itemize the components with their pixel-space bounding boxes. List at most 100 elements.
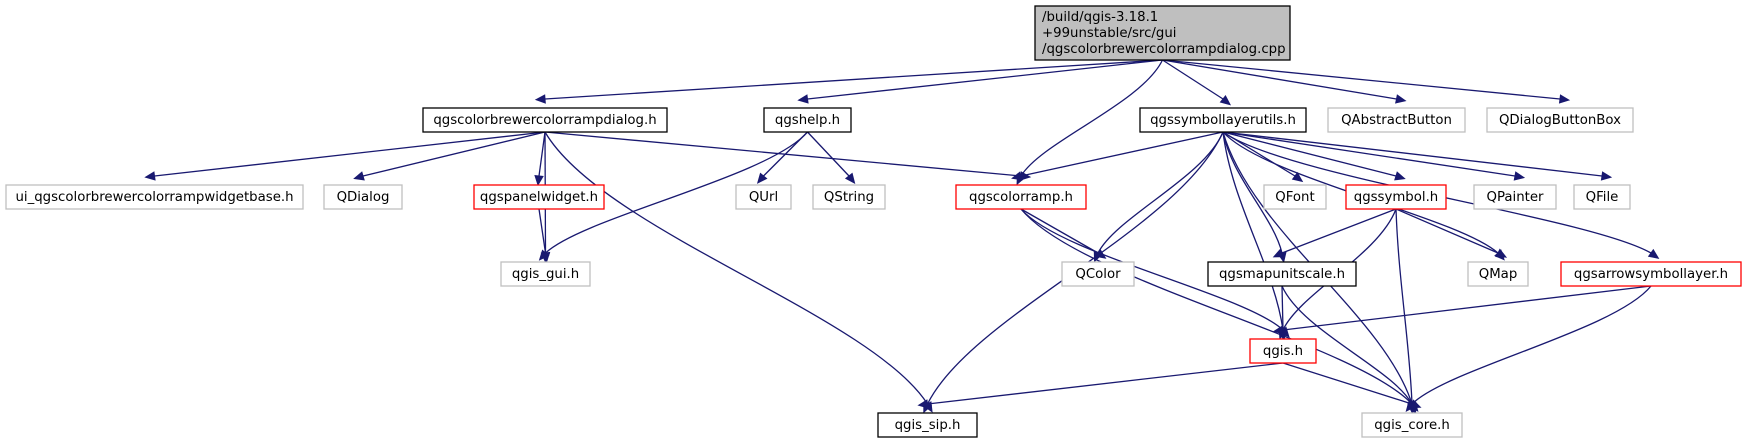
node-ui-base[interactable]: ui_qgscolorbrewercolorrampwidgetbase.h	[5, 184, 304, 210]
node-box	[1327, 107, 1466, 133]
node-box	[1249, 338, 1317, 364]
edge-qgssymbol-to-qgis_core	[1395, 208, 1417, 415]
edge-line	[807, 59, 1163, 100]
edge-qgshelp-to-qgis_gui	[538, 131, 808, 261]
edge-dlg_h-to-qgis_sip	[544, 131, 933, 413]
edge-arrowhead	[353, 171, 365, 181]
node-box	[955, 184, 1087, 210]
node-box	[1573, 184, 1631, 210]
node-label: QUrl	[749, 190, 778, 205]
edge-line	[1222, 131, 1284, 331]
edge-dlg_h-to-qdialog	[353, 131, 546, 181]
node-qabstractbutton[interactable]: QAbstractButton	[1327, 107, 1466, 133]
node-panelwidget[interactable]: qgspanelwidget.h	[473, 184, 605, 210]
node-symlayerutils[interactable]: qgssymbollayerutils.h	[1139, 107, 1307, 133]
node-qfont[interactable]: QFont	[1263, 184, 1327, 210]
edge-symlayerutils-to-colorramp	[1011, 131, 1224, 181]
edge-arrowhead	[1409, 399, 1422, 409]
node-arrowsymbollayer[interactable]: qgsarrowsymbollayer.h	[1560, 261, 1742, 287]
node-label: QPainter	[1486, 190, 1544, 205]
node-box	[1034, 5, 1291, 61]
edge-arrowsymbollayer-to-qgis_core	[1405, 285, 1652, 412]
node-box	[473, 184, 605, 210]
node-label: qgsarrowsymbollayer.h	[1574, 267, 1728, 282]
edge-line	[1162, 59, 1224, 100]
node-qcolor[interactable]: QColor	[1061, 261, 1135, 287]
node-label: +99unstable/src/gui	[1042, 26, 1176, 41]
edge-arrowhead	[1219, 94, 1232, 106]
node-mapunitscale[interactable]: qgsmapunitscale.h	[1207, 261, 1357, 287]
node-qpainter[interactable]: QPainter	[1473, 184, 1557, 210]
edge-line	[1222, 131, 1283, 254]
node-qgis-core[interactable]: qgis_core.h	[1361, 412, 1463, 438]
node-qgshelp[interactable]: qgshelp.h	[763, 107, 852, 133]
edge-line	[538, 131, 546, 177]
edge-arrowhead	[1291, 171, 1304, 183]
node-label: qgssymbollayerutils.h	[1150, 113, 1296, 128]
node-box	[877, 412, 978, 438]
node-box	[1467, 261, 1529, 287]
edge-line	[1395, 208, 1413, 405]
node-qgis-sip[interactable]: qgis_sip.h	[877, 412, 978, 438]
node-box	[812, 184, 886, 210]
edge-symlayerutils-to-qfile	[1222, 131, 1613, 181]
edge-root-to-symlayerutils	[1162, 59, 1232, 106]
edge-line	[1222, 131, 1516, 177]
node-qfile[interactable]: QFile	[1573, 184, 1631, 210]
edge-line	[1020, 59, 1164, 177]
node-qstring[interactable]: QString	[812, 184, 886, 210]
edge-arrowhead	[538, 249, 550, 261]
node-qgssymbol[interactable]: qgssymbol.h	[1345, 184, 1447, 210]
edge-arrowhead	[144, 171, 156, 181]
edge-line	[1162, 59, 1561, 100]
edge-symlayerutils-to-qpainter	[1222, 131, 1526, 181]
edge-symlayerutils-to-qgis_h	[1222, 131, 1288, 341]
edge-line	[1020, 208, 1284, 331]
node-box	[500, 261, 591, 287]
edge-arrowhead	[917, 399, 929, 409]
node-label: QAbstractButton	[1341, 113, 1452, 128]
edge-line	[1282, 362, 1413, 405]
edge-qgis_h-to-qgis_core	[1282, 362, 1422, 409]
node-box	[763, 107, 852, 133]
edge-line	[544, 59, 1163, 100]
edge-dlg_h-to-colorramp	[544, 131, 1032, 181]
edge-arrowhead	[756, 172, 768, 184]
edge-arrowhead	[1395, 94, 1407, 104]
node-box	[1263, 184, 1327, 210]
edge-line	[1222, 131, 1397, 177]
edge-line	[545, 131, 808, 254]
node-qurl[interactable]: QUrl	[735, 184, 792, 210]
edge-line	[1097, 131, 1224, 254]
edge-arrowsymbollayer-to-qgis_h	[1272, 285, 1652, 335]
node-qmap[interactable]: QMap	[1467, 261, 1529, 287]
node-label: qgis_gui.h	[512, 267, 579, 282]
edge-symlayerutils-to-qcolor	[1093, 131, 1224, 263]
edge-arrowhead	[1647, 248, 1660, 259]
edge-line	[1281, 208, 1397, 254]
node-label: qgis.h	[1263, 344, 1303, 359]
node-root: /build/qgis-3.18.1+99unstable/src/gui/qg…	[1034, 5, 1291, 61]
edge-line	[544, 131, 929, 405]
edge-root-to-qgshelp	[797, 59, 1163, 104]
node-box	[1361, 412, 1463, 438]
edge-line	[1020, 208, 1413, 405]
node-colorramp[interactable]: qgscolorramp.h	[955, 184, 1087, 210]
edge-root-to-qdialogbuttonbox	[1162, 59, 1571, 104]
edge-qgssymbol-to-mapunitscale	[1272, 208, 1397, 258]
node-qdialogbuttonbox[interactable]: QDialogButtonBox	[1486, 107, 1634, 133]
node-box	[1061, 261, 1135, 287]
edge-line	[1020, 208, 1099, 254]
node-qdialog[interactable]: QDialog	[323, 184, 403, 210]
edge-line	[1411, 285, 1652, 405]
edge-line	[1222, 131, 1603, 177]
node-qgis-gui[interactable]: qgis_gui.h	[500, 261, 591, 287]
node-dlg-h[interactable]: qgscolorbrewercolorrampdialog.h	[422, 107, 668, 133]
node-box	[1473, 184, 1557, 210]
node-label: qgscolorramp.h	[969, 190, 1073, 205]
node-box	[1207, 261, 1357, 287]
edge-line	[1020, 131, 1224, 177]
edge-line	[1281, 285, 1413, 405]
node-qgis-h[interactable]: qgis.h	[1249, 338, 1317, 364]
